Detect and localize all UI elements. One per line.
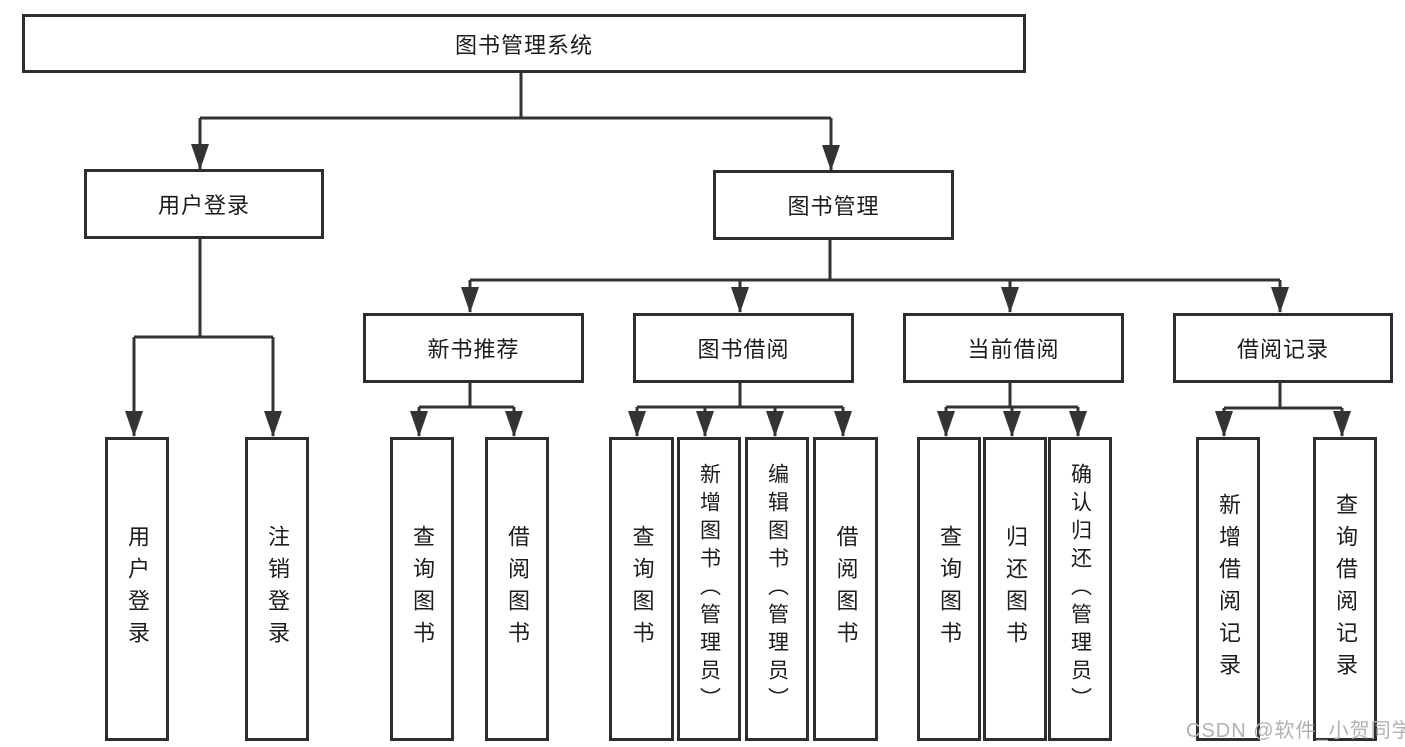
leaf-cb-return-books-label: 归还图书	[1003, 525, 1028, 653]
leaf-cb-query-books-label: 查询图书	[937, 525, 962, 653]
node-book-mgmt-label: 图书管理	[787, 194, 880, 219]
node-root: 图书管理系统	[22, 14, 1026, 73]
leaf-cb-query-books: 查询图书	[917, 437, 981, 741]
leaf-rec-borrow-books: 借阅图书	[485, 437, 549, 741]
leaf-cb-return-books: 归还图书	[983, 437, 1047, 741]
leaf-bb-add-books-label: 新增图书（管理员）	[697, 463, 721, 715]
leaf-bb-edit-books: 编辑图书（管理员）	[745, 437, 809, 741]
node-borrow-records-label: 借阅记录	[1236, 337, 1329, 362]
leaf-bb-query-books: 查询图书	[609, 437, 674, 741]
node-new-book-rec: 新书推荐	[363, 313, 584, 383]
leaf-bb-query-books-label: 查询图书	[629, 525, 655, 653]
leaf-cb-confirm-return-label: 确认归还（管理员）	[1068, 463, 1092, 715]
leaf-rec-borrow-books-label: 借阅图书	[505, 525, 530, 653]
leaf-bb-borrow-books: 借阅图书	[813, 437, 878, 741]
node-borrow-records: 借阅记录	[1173, 313, 1393, 383]
leaf-logout-label: 注销登录	[265, 525, 290, 653]
leaf-br-add-record-label: 新增借阅记录	[1216, 493, 1241, 685]
node-book-borrow: 图书借阅	[633, 313, 854, 383]
node-current-borrow-label: 当前借阅	[967, 337, 1060, 362]
leaf-user-login: 用户登录	[105, 437, 169, 741]
leaf-rec-query-books: 查询图书	[390, 437, 454, 741]
leaf-user-login-label: 用户登录	[125, 525, 150, 653]
leaf-br-add-record: 新增借阅记录	[1196, 437, 1260, 741]
leaf-logout: 注销登录	[245, 437, 309, 741]
csdn-watermark: CSDN @软件_小贺同学	[1186, 720, 1405, 742]
node-book-mgmt: 图书管理	[713, 170, 954, 240]
leaf-br-query-record: 查询借阅记录	[1313, 437, 1377, 741]
node-current-borrow: 当前借阅	[903, 313, 1124, 383]
node-new-book-rec-label: 新书推荐	[427, 337, 520, 362]
leaf-rec-query-books-label: 查询图书	[410, 525, 435, 653]
leaf-bb-borrow-books-label: 借阅图书	[833, 525, 859, 653]
leaf-bb-add-books: 新增图书（管理员）	[677, 437, 741, 741]
leaf-cb-confirm-return: 确认归还（管理员）	[1048, 437, 1112, 741]
leaf-bb-edit-books-label: 编辑图书（管理员）	[765, 463, 789, 715]
leaf-br-query-record-label: 查询借阅记录	[1333, 493, 1358, 685]
node-root-label: 图书管理系统	[454, 32, 593, 58]
node-user-login: 用户登录	[84, 169, 324, 239]
node-book-borrow-label: 图书借阅	[697, 337, 790, 362]
node-user-login-label: 用户登录	[157, 193, 250, 218]
